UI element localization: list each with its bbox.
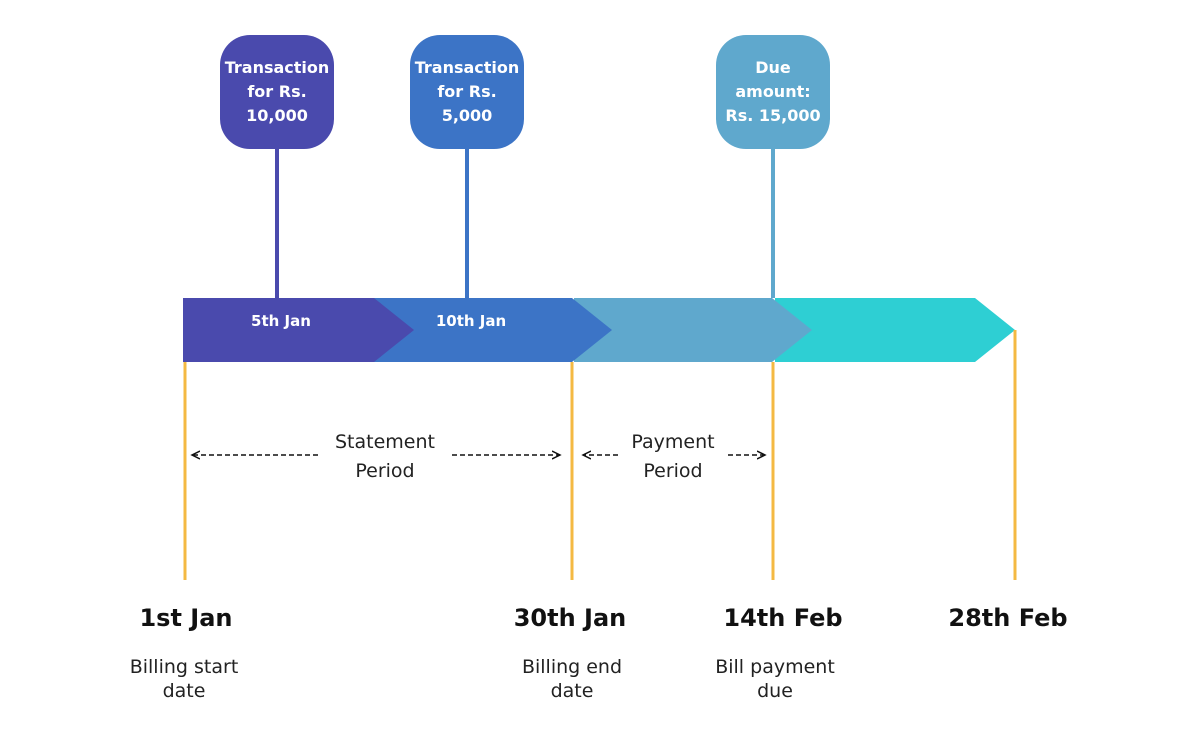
segment-label-10th-jan: 10th Jan <box>435 312 507 330</box>
transaction-bubble-1: Transaction for Rs. 10,000 <box>220 35 334 149</box>
transaction-bubble-1-text: Transaction for Rs. 10,000 <box>224 58 330 125</box>
due-amount-bubble: Due amount: Rs. 15,000 <box>716 35 830 149</box>
transaction-bubble-2-text: Transaction for Rs. 5,000 <box>414 58 520 125</box>
due-amount-bubble-text: Due amount: Rs. 15,000 <box>725 58 821 125</box>
statement-period-label: Statement Period <box>335 431 435 482</box>
timeline-segment-1 <box>183 298 414 362</box>
date-28th-feb: 28th Feb <box>948 604 1068 632</box>
caption-bill-payment-due: Bill payment due <box>715 656 835 702</box>
caption-billing-start: Billing start date <box>129 656 239 702</box>
transaction-bubble-2: Transaction for Rs. 5,000 <box>410 35 524 149</box>
date-30th-jan: 30th Jan <box>513 604 627 632</box>
date-1st-jan: 1st Jan <box>139 604 233 632</box>
timeline-segment-4 <box>775 298 1015 362</box>
payment-period-label: Payment Period <box>631 431 715 482</box>
timeline-segment-3 <box>574 298 812 362</box>
timeline-segment-2 <box>374 298 612 362</box>
date-14th-feb: 14th Feb <box>723 604 843 632</box>
caption-billing-end: Billing end date <box>521 656 623 702</box>
segment-label-5th-jan: 5th Jan <box>251 312 311 330</box>
